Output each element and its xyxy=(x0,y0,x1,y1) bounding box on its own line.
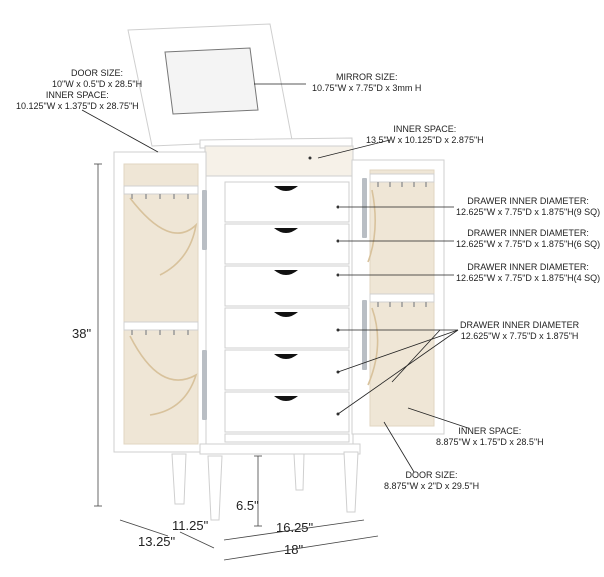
leader-lines xyxy=(81,83,469,473)
right-hinges xyxy=(362,178,367,370)
drawer-4sq-spec: 12.625"W x 7.75"D x 1.875"H(4 SQ) xyxy=(456,273,601,283)
drawer-plain-spec: 12.625"W x 7.75"D x 1.875"H xyxy=(460,331,579,341)
drawer-4sq-label: DRAWER INNER DIAMETER: 12.625"W x 7.75"D… xyxy=(456,262,600,284)
drawer-9sq-label: DRAWER INNER DIAMETER: 12.625"W x 7.75"D… xyxy=(456,196,600,218)
hooks xyxy=(131,182,427,335)
top-compartment xyxy=(204,145,354,177)
width-outer-dimension: 18" xyxy=(284,542,304,557)
legs xyxy=(171,451,359,521)
inner-space-right-spec: 8.875"W x 1.75"D x 28.5"H xyxy=(436,437,544,447)
inner-space-top-spec: 13.5"W x 10.125"D x 2.875"H xyxy=(366,135,484,145)
door-size-left-spec: 10"W x 0.5"D x 28.5"H xyxy=(52,79,143,89)
left-hinges xyxy=(202,190,207,420)
height-dimension: 38" xyxy=(72,326,92,341)
door-size-right-label: DOOR SIZE: 8.875"W x 2"D x 29.5"H xyxy=(384,470,479,492)
drawer-6sq-spec: 12.625"W x 7.75"D x 1.875"H(6 SQ) xyxy=(456,239,601,249)
inner-space-top-label: INNER SPACE: 13.5"W x 10.125"D x 2.875"H xyxy=(366,124,484,146)
drawer-handles xyxy=(274,186,298,401)
leg-height-dimension: 6.5" xyxy=(236,498,259,513)
door-size-right-spec: 8.875"W x 2"D x 29.5"H xyxy=(384,481,480,491)
inner-space-left-heading: INNER SPACE: xyxy=(45,90,109,100)
left-door-lining xyxy=(123,163,199,445)
depth-inner-dimension: 11.25" xyxy=(172,518,209,533)
drawer-9sq-heading: DRAWER INNER DIAMETER: xyxy=(467,196,589,206)
inner-space-right-heading: INNER SPACE: xyxy=(458,426,522,436)
inner-space-left-spec: 10.125"W x 1.375"D x 28.75"H xyxy=(16,101,139,111)
mirror-size-label: MIRROR SIZE: 10.75"W x 7.75"D x 3mm H xyxy=(312,72,421,94)
dimension-lines xyxy=(94,163,379,561)
cabinet-base xyxy=(199,443,361,455)
drawer-plain-label: DRAWER INNER DIAMETER 12.625"W x 7.75"D … xyxy=(460,320,579,342)
inner-space-left-label: INNER SPACE: 10.125"W x 1.375"D x 28.75"… xyxy=(16,90,139,112)
drawer-9sq-spec: 12.625"W x 7.75"D x 1.875"H(9 SQ) xyxy=(456,207,601,217)
inner-space-right-label: INNER SPACE: 8.875"W x 1.75"D x 28.5"H xyxy=(436,426,544,448)
drawer-6sq-heading: DRAWER INNER DIAMETER: xyxy=(467,228,589,238)
mirror-size-spec: 10.75"W x 7.75"D x 3mm H xyxy=(312,83,422,93)
necklace-ropes xyxy=(129,189,379,416)
mirror-glass xyxy=(164,47,259,115)
inner-space-top-heading: INNER SPACE: xyxy=(393,124,457,134)
depth-outer-dimension: 13.25" xyxy=(138,534,176,549)
mirror-size-heading: MIRROR SIZE: xyxy=(335,72,398,82)
door-size-right-heading: DOOR SIZE: xyxy=(405,470,458,480)
drawer-4sq-heading: DRAWER INNER DIAMETER: xyxy=(467,262,589,272)
door-size-left-label: DOOR SIZE: 10"W x 0.5"D x 28.5"H xyxy=(52,68,142,90)
drawer-plain-heading: DRAWER INNER DIAMETER xyxy=(460,320,580,330)
drawer-6sq-label: DRAWER INNER DIAMETER: 12.625"W x 7.75"D… xyxy=(456,228,600,250)
width-inner-dimension: 16.25" xyxy=(276,520,314,535)
door-size-left-heading: DOOR SIZE: xyxy=(71,68,124,78)
left-hook-bars xyxy=(123,185,199,331)
